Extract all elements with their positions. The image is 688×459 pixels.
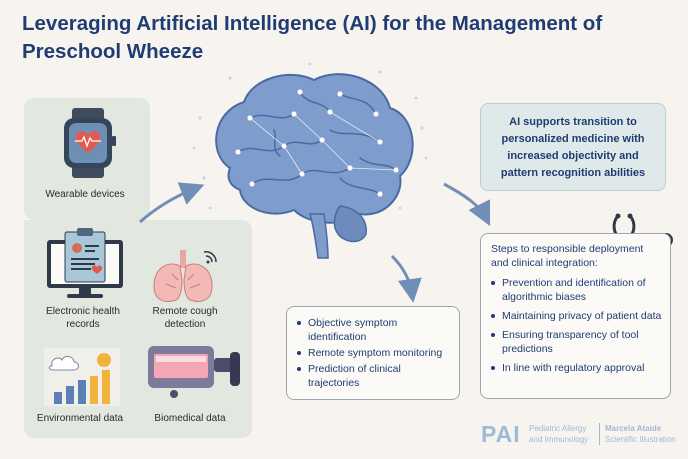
footer-divider — [599, 423, 600, 445]
brain-network-icon — [192, 62, 428, 259]
spirometer-icon — [148, 346, 240, 398]
ai-callout: AI supports transition to personalized m… — [480, 103, 666, 191]
outcome-item: Remote symptom monitoring — [297, 346, 451, 360]
journal-name: Pediatric Allergy and Immunology — [529, 424, 589, 444]
step-item: Maintaining privacy of patient data — [491, 309, 662, 323]
source-label-biomedical: Biomedical data — [154, 413, 226, 424]
deployment-steps-box: Steps to responsible deployment and clin… — [480, 233, 671, 399]
step-item: In line with regulatory approval — [491, 361, 662, 375]
outcome-item: Prediction of clinical trajectories — [297, 362, 451, 390]
source-label-ehr: Electronic health records — [46, 306, 120, 330]
step-item: Ensuring transparency of tool prediction… — [491, 328, 662, 356]
smartwatch-icon — [64, 108, 116, 178]
arrow-brain-to-outcomes — [390, 254, 422, 303]
step-item: Prevention and identification of algorit… — [491, 276, 662, 304]
environment-chart-icon — [44, 348, 120, 406]
health-record-icon — [47, 228, 123, 298]
page-title: Leveraging Artificial Intelligence (AI) … — [22, 12, 603, 63]
arrow-brain-to-steps — [443, 182, 491, 227]
arrow-sources-to-brain — [139, 182, 205, 224]
source-label-wearable: Wearable devices — [45, 189, 125, 200]
journal-logo: PAI — [481, 421, 521, 447]
outcome-item: Objective symptom identification — [297, 316, 451, 344]
lungs-icon — [153, 250, 217, 302]
source-label-cough: Remote cough detection — [152, 306, 218, 330]
outcomes-box: Objective symptom identification Remote … — [286, 306, 460, 400]
source-label-environment: Environmental data — [36, 413, 124, 424]
steps-heading: Steps to responsible deployment and clin… — [491, 243, 644, 269]
illustrator-credit: Marcela Ataide Scientific Illustration — [605, 424, 676, 444]
